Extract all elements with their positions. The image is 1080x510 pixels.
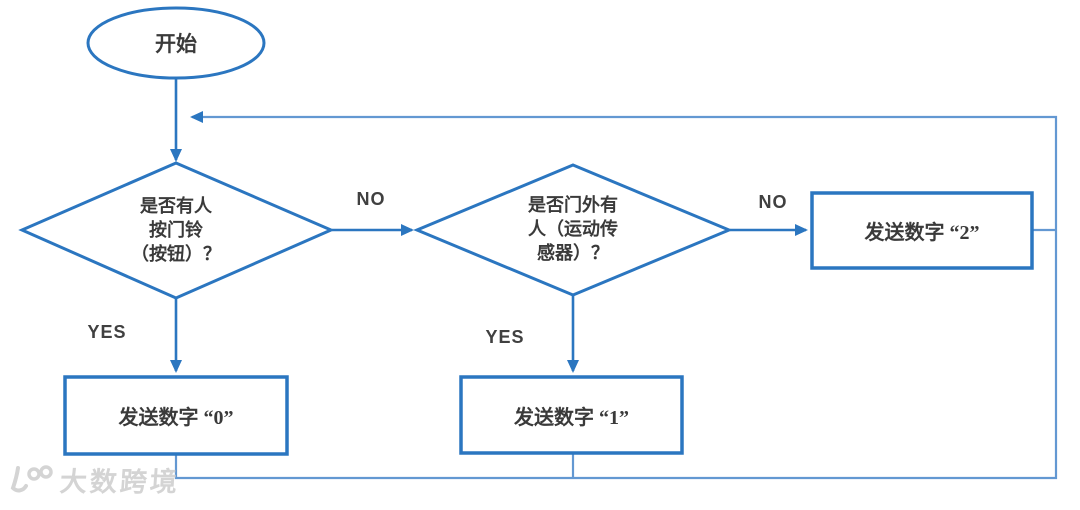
yes-label-doorbell: YES (87, 322, 127, 342)
send1-label: 发送数字 “1” (514, 406, 629, 429)
decision2-label: 是否门外有 人（运动传 感器）？ (528, 195, 618, 263)
send0-node (63, 375, 289, 456)
send1-node (459, 375, 684, 455)
watermark: 大数跨境 (8, 460, 181, 499)
no-label-doorbell: NO (356, 189, 386, 209)
decision2-node (413, 163, 733, 297)
loop-return-connector (174, 111, 1058, 480)
yes-label-motion: YES (485, 327, 525, 347)
start-label: 开始 (155, 32, 197, 56)
decision1-label: 是否有人 按门铃 （按钮）？ (131, 196, 221, 264)
start-node (86, 6, 266, 80)
no-label-motion: NO (758, 192, 788, 212)
send2-node (810, 191, 1034, 270)
decision1-node (18, 161, 335, 300)
watermark-logo-icon (10, 464, 53, 492)
watermark-text: 大数跨境 (58, 467, 181, 497)
send2-label: 发送数字 “2” (864, 222, 980, 244)
send0-label: 发送数字 “0” (118, 407, 234, 429)
